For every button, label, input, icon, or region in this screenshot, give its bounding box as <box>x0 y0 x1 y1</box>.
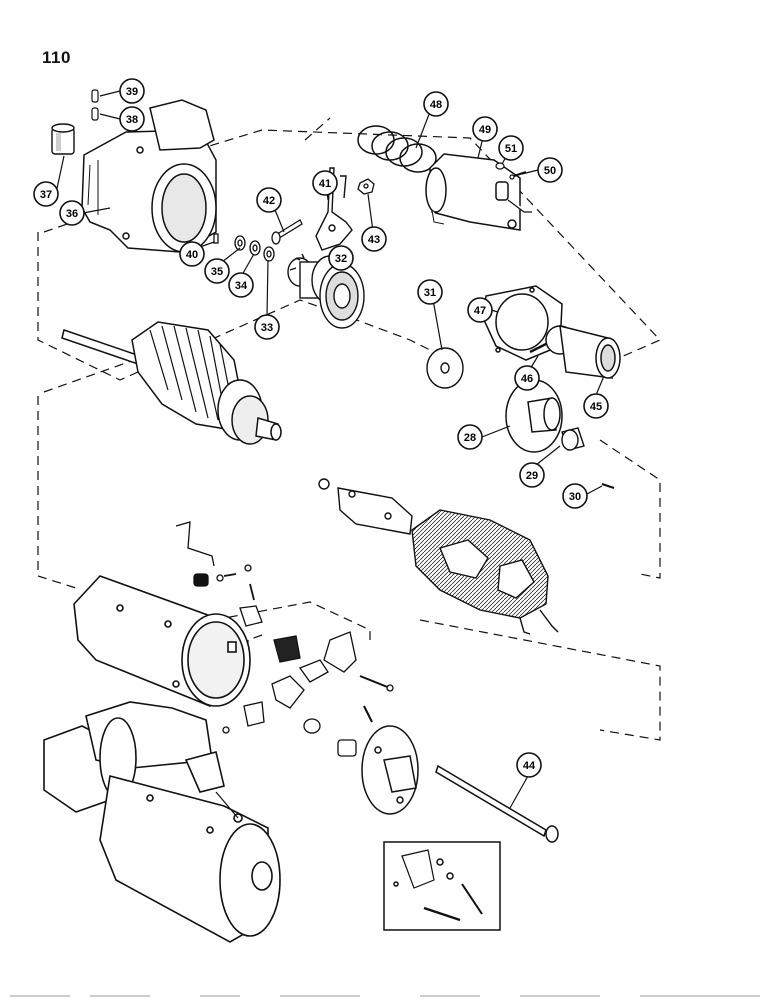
callout-32: 32 <box>328 245 354 271</box>
callout-28: 28 <box>457 424 483 450</box>
callout-36: 36 <box>59 200 85 226</box>
page-number: 110 <box>42 48 71 67</box>
gasket-47 <box>483 285 563 361</box>
svg-text:43: 43 <box>368 234 380 246</box>
callout-35: 35 <box>204 258 230 284</box>
inset-detail-box <box>383 841 501 931</box>
callout-43: 43 <box>361 226 387 252</box>
screw-50-washer-51 <box>495 162 527 180</box>
callout-33: 33 <box>254 314 280 340</box>
callout-41: 41 <box>312 170 338 196</box>
callout-48: 48 <box>423 91 449 117</box>
callout-30: 30 <box>562 483 588 509</box>
callout-45: 45 <box>583 393 609 419</box>
drive-housing-36 <box>81 99 217 253</box>
svg-text:29: 29 <box>526 470 538 482</box>
svg-text:48: 48 <box>430 99 442 111</box>
callout-50: 50 <box>537 157 563 183</box>
svg-text:41: 41 <box>319 178 331 190</box>
svg-text:40: 40 <box>186 249 198 261</box>
svg-text:30: 30 <box>569 491 581 503</box>
svg-text:28: 28 <box>464 432 476 444</box>
brake-washer-28 <box>505 379 563 453</box>
pin-30 <box>601 483 615 489</box>
svg-text:46: 46 <box>521 373 533 385</box>
commutator-end-frame <box>361 725 419 815</box>
svg-text:31: 31 <box>424 287 436 299</box>
shift-lever-41 <box>315 167 353 251</box>
pole-shoe <box>318 478 413 535</box>
terminal-bracket <box>175 521 263 627</box>
svg-text:45: 45 <box>590 401 602 413</box>
callout-34: 34 <box>228 272 254 298</box>
assembled-starter <box>43 701 281 943</box>
callout-47: 47 <box>467 297 493 323</box>
spring-48 <box>357 125 437 173</box>
callout-49: 49 <box>472 116 498 142</box>
bolt-42 <box>271 219 303 245</box>
armature <box>61 321 282 445</box>
pins-38-39 <box>91 89 99 121</box>
svg-text:36: 36 <box>66 208 78 220</box>
callout-46: 46 <box>514 365 540 391</box>
callout-bubbles: 37 36 39 38 40 35 34 33 42 41 43 32 48 4… <box>33 78 609 778</box>
callout-44: 44 <box>516 752 542 778</box>
svg-text:44: 44 <box>523 760 536 772</box>
brush-holders <box>222 631 394 757</box>
field-frame <box>73 575 251 707</box>
svg-text:42: 42 <box>263 195 275 207</box>
svg-text:38: 38 <box>126 114 138 126</box>
svg-text:39: 39 <box>126 86 138 98</box>
callout-38: 38 <box>119 106 145 132</box>
drive-pinion-32 <box>287 253 365 329</box>
callout-51: 51 <box>498 135 524 161</box>
bushing-29 <box>561 427 585 451</box>
callout-29: 29 <box>519 462 545 488</box>
svg-text:47: 47 <box>474 305 486 317</box>
solenoid-49 <box>425 153 532 231</box>
svg-text:32: 32 <box>335 253 347 265</box>
callout-39: 39 <box>119 78 145 104</box>
assembly-guide-lines <box>37 117 662 741</box>
bushing-37 <box>51 123 75 155</box>
pin-46 <box>529 342 547 354</box>
washers-33-35 <box>213 233 275 262</box>
callout-37: 37 <box>33 181 59 207</box>
svg-text:34: 34 <box>235 280 248 292</box>
callout-40: 40 <box>179 241 205 267</box>
callout-42: 42 <box>256 187 282 213</box>
svg-text:51: 51 <box>505 143 517 155</box>
svg-text:37: 37 <box>40 189 52 201</box>
plunger-45 <box>545 325 621 379</box>
callout-31: 31 <box>417 279 443 305</box>
svg-text:49: 49 <box>479 124 491 136</box>
through-bolt-44 <box>435 764 559 843</box>
svg-text:33: 33 <box>261 322 273 334</box>
field-coil <box>411 509 559 635</box>
svg-text:35: 35 <box>211 266 223 278</box>
washer-31 <box>426 347 464 389</box>
nut-43 <box>357 178 375 195</box>
svg-text:50: 50 <box>544 165 556 177</box>
